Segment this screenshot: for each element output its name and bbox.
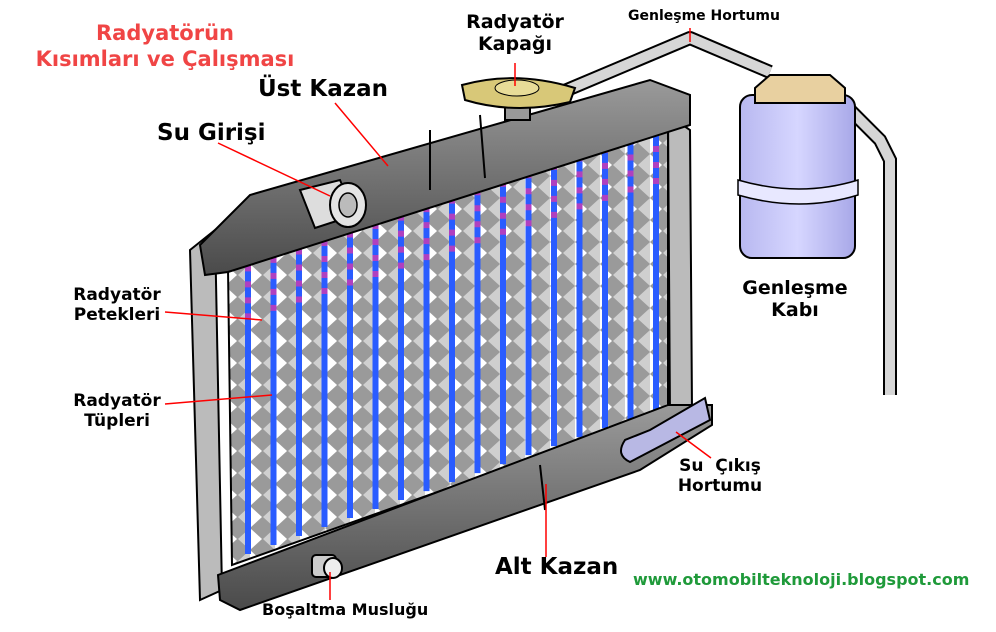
label-upper-tank: Üst Kazan [258, 76, 388, 102]
label-water-inlet: Su Girişi [157, 120, 266, 146]
left-frame [188, 227, 224, 602]
label-radiator-fins-2: Petekleri [73, 304, 161, 325]
drain-plug [311, 554, 343, 579]
lower-tank [216, 404, 713, 612]
label-outlet-hose: Su Çıkış Hortumu [665, 456, 775, 496]
label-drain-plug: Boşaltma Musluğu [262, 600, 429, 619]
label-expansion-tank-2: Kabı [771, 298, 819, 321]
label-radiator-tubes-1: Radyatör [73, 391, 161, 411]
label-expansion-tank-1: Genleşme [742, 277, 848, 299]
radiator-tubes [245, 129, 659, 554]
water-inlet [298, 178, 367, 230]
outlet-hose [620, 396, 712, 464]
overflow-tube [836, 96, 895, 395]
label-radiator-tubes: Radyatör Tüpleri [62, 391, 172, 431]
label-radiator-cap: Radyatör Kapağı [440, 11, 590, 56]
leader-lines [164, 28, 712, 600]
right-frame [666, 113, 694, 422]
website-url: www.otomobilteknoloji.blogspot.com [633, 570, 970, 589]
label-radiator-cap-2: Kapağı [477, 32, 553, 55]
label-expansion-tank: Genleşme Kabı [735, 277, 855, 322]
radiator-cap [460, 77, 577, 121]
label-lower-tank: Alt Kazan [495, 554, 619, 580]
label-outlet-hose-2: Hortumu [677, 475, 763, 496]
label-radiator-fins: Radyatör Petekleri [62, 285, 172, 325]
label-radiator-cap-1: Radyatör [466, 11, 564, 33]
label-radiator-tubes-2: Tüpleri [84, 410, 150, 431]
label-expansion-hose: Genleşme Hortumu [628, 8, 780, 24]
expansion-tank [737, 74, 859, 259]
label-outlet-hose-1: Su Çıkış [679, 456, 761, 476]
label-radiator-fins-1: Radyatör [73, 285, 161, 305]
diagram-title: Radyatörün Kısımları ve Çalışması [30, 20, 300, 73]
title-line-2: Kısımları ve Çalışması [35, 47, 295, 72]
title-line-1: Radyatörün [96, 21, 234, 45]
